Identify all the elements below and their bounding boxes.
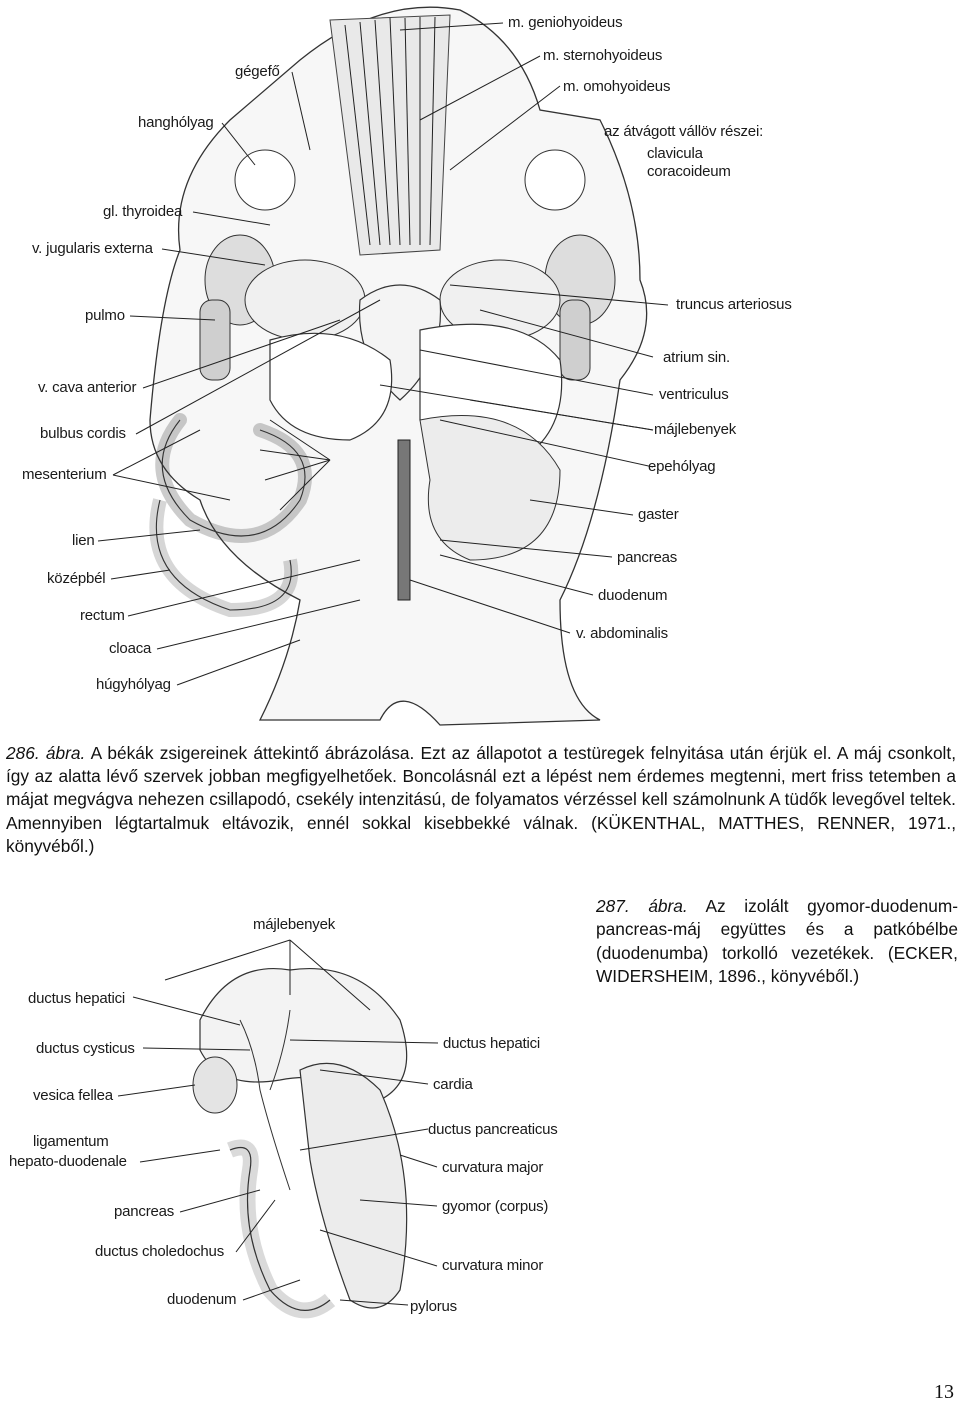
label-pulmo: pulmo — [85, 307, 125, 324]
label2-duodenum: duodenum — [167, 1291, 236, 1308]
label-bulbus-cordis: bulbus cordis — [40, 425, 126, 442]
label-hanghohyag: hanghólyag — [138, 114, 214, 131]
label2-majlebenyek: májlebenyek — [253, 916, 335, 933]
label2-pancreas: pancreas — [114, 1203, 174, 1220]
figure2-caption-number: 287. ábra. — [596, 896, 688, 916]
label2-ductus-pancreaticus: ductus pancreaticus — [428, 1121, 558, 1138]
figure1-caption: 286. ábra. A békák zsigereinek áttekintő… — [6, 742, 956, 858]
label-gegefo: gégefő — [235, 63, 280, 80]
label2-vesica-fellea: vesica fellea — [33, 1087, 113, 1104]
figure1-caption-text: A békák zsigereinek áttekintő ábrázolása… — [6, 743, 956, 856]
label-lien: lien — [72, 532, 95, 549]
label-majlebenyek: májlebenyek — [654, 421, 736, 438]
label-v-jugularis-externa: v. jugularis externa — [32, 240, 153, 257]
label2-ductus-choledochus: ductus choledochus — [95, 1243, 224, 1260]
label-truncus-arteriosus: truncus arteriosus — [676, 296, 792, 313]
label2-hepato-duodenale: hepato-duodenale — [9, 1153, 127, 1170]
label2-pylorus: pylorus — [410, 1298, 457, 1315]
label-v-abdominalis: v. abdominalis — [576, 625, 668, 642]
label-gaster: gaster — [638, 506, 679, 523]
label-cloaca: cloaca — [109, 640, 151, 657]
label-kozepbel: középbél — [47, 570, 105, 587]
label2-ligamentum: ligamentum — [33, 1133, 109, 1150]
label-ventriculus: ventriculus — [659, 386, 729, 403]
label-hugyholyag: húgyhólyag — [96, 676, 171, 693]
label-gl-thyroidea: gl. thyroidea — [103, 203, 182, 220]
label2-ductus-hepatici-right: ductus hepatici — [443, 1035, 540, 1052]
label-clavicula: clavicula — [647, 145, 703, 162]
frog-dissection-illustration — [0, 0, 960, 730]
label-coracoideum: coracoideum — [647, 163, 731, 180]
label-m-sternohyoideus: m. sternohyoideus — [543, 47, 662, 64]
label2-ductus-cysticus: ductus cysticus — [36, 1040, 135, 1057]
label2-curvatura-major: curvatura major — [442, 1159, 543, 1176]
label-atrium-sin: atrium sin. — [663, 349, 730, 366]
label-m-omohyoideus: m. omohyoideus — [563, 78, 670, 95]
label2-ductus-hepatici-left: ductus hepatici — [28, 990, 125, 1007]
label2-cardia: cardia — [433, 1076, 473, 1093]
figure1-caption-number: 286. ábra. — [6, 743, 85, 763]
label-pancreas: pancreas — [617, 549, 677, 566]
label-vallov-reszei: az átvágott vállöv részei: — [604, 123, 763, 140]
figure2-caption: 287. ábra. Az izolált gyomor-duodenum-pa… — [596, 895, 958, 989]
label-m-geniohyoideus: m. geniohyoideus — [508, 14, 622, 31]
label-mesenterium: mesenterium — [22, 466, 107, 483]
label-duodenum: duodenum — [598, 587, 667, 604]
page-number: 13 — [934, 1381, 954, 1404]
label-v-cava-anterior: v. cava anterior — [38, 379, 136, 396]
label-epeholyag: epehólyag — [648, 458, 715, 475]
label2-curvatura-minor: curvatura minor — [442, 1257, 543, 1274]
label2-gyomor-corpus: gyomor (corpus) — [442, 1198, 548, 1215]
label-rectum: rectum — [80, 607, 125, 624]
